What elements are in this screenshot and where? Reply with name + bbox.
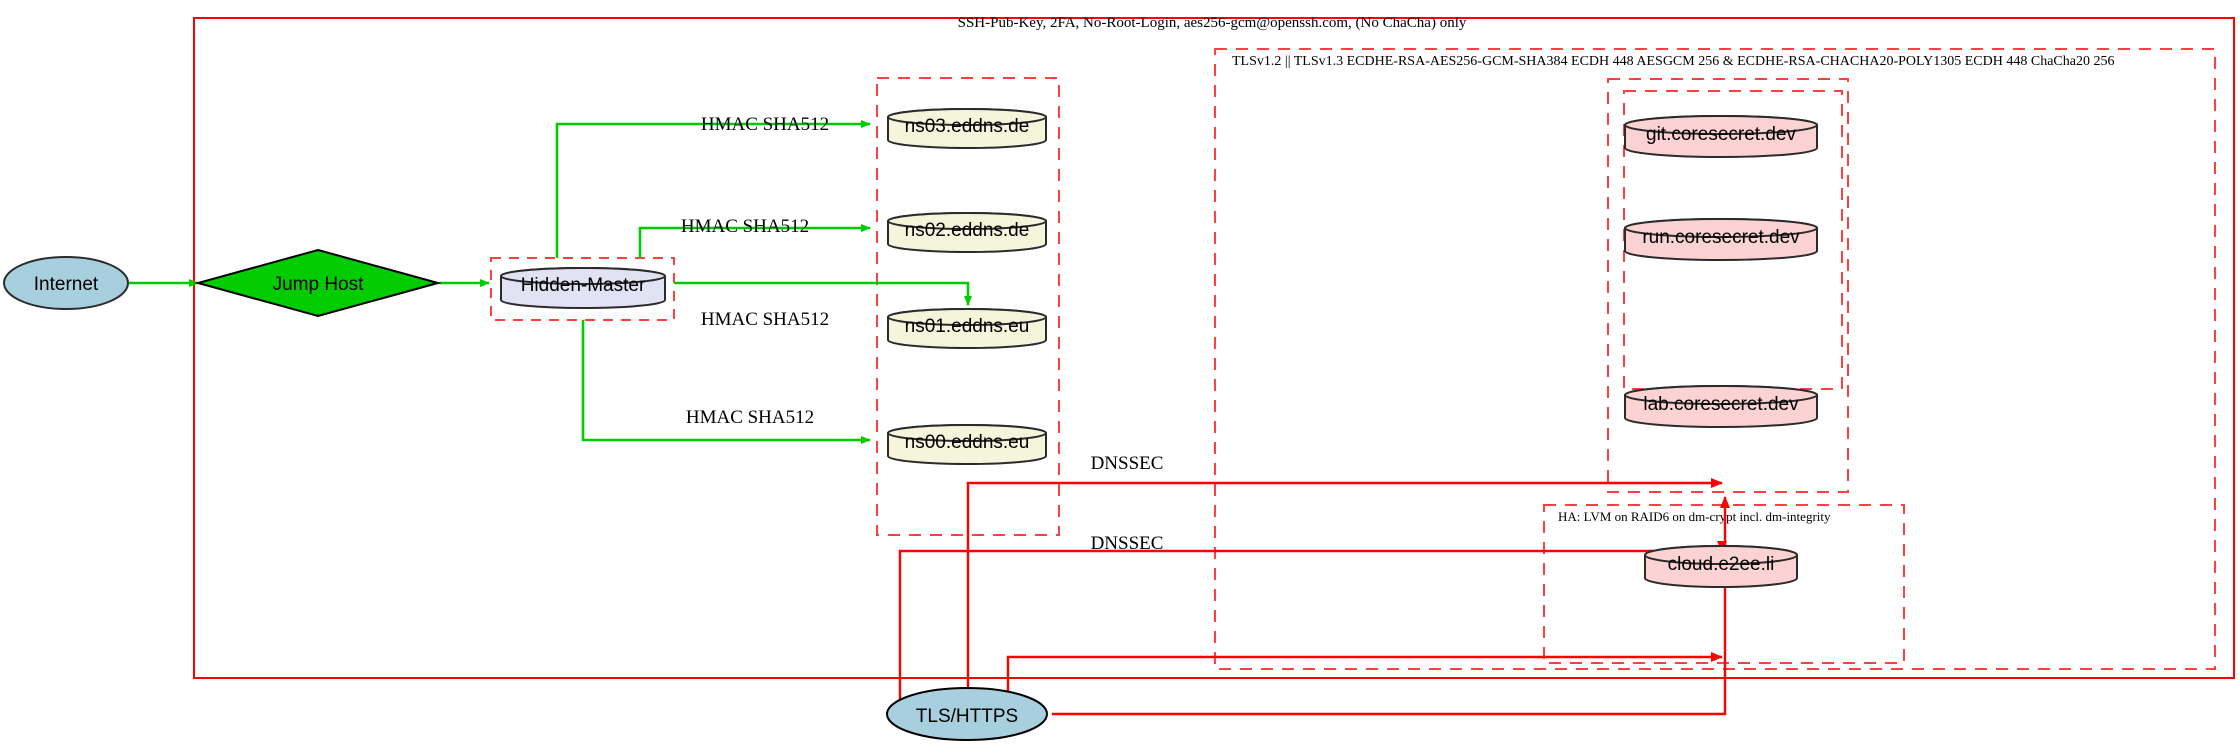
edge-label-hmac-ns00: HMAC SHA512 bbox=[686, 407, 814, 428]
node-cloud-e2ee[interactable]: cloud.e2ee.li bbox=[1644, 545, 1798, 588]
node-internet[interactable]: Internet bbox=[3, 256, 129, 310]
edge-label-dnssec-lower: DNSSEC bbox=[1091, 533, 1164, 554]
node-ns02-label: ns02.eddns.de bbox=[905, 220, 1030, 241]
node-ns01[interactable]: ns01.eddns.eu bbox=[887, 308, 1047, 349]
node-run-coresecret-label: run.coresecret.dev bbox=[1642, 227, 1800, 248]
node-tls-https-label: TLS/HTTPS bbox=[916, 706, 1018, 727]
cluster-hidden-master-box bbox=[490, 257, 675, 321]
node-cloud-e2ee-label: cloud.e2ee.li bbox=[1668, 554, 1775, 575]
cluster-outer-ssh-label: SSH-Pub-Key, 2FA, No-Root-Login, aes256-… bbox=[958, 15, 1467, 31]
edge-master-to-ns03 bbox=[555, 120, 871, 258]
node-ns01-label: ns01.eddns.eu bbox=[905, 316, 1030, 337]
node-tls-https[interactable]: TLS/HTTPS bbox=[886, 687, 1048, 741]
edge-label-hmac-ns03: HMAC SHA512 bbox=[701, 114, 829, 135]
node-internet-label: Internet bbox=[34, 274, 99, 295]
node-ns03-label: ns03.eddns.de bbox=[905, 116, 1030, 137]
edge-label-hmac-ns01: HMAC SHA512 bbox=[701, 309, 829, 330]
cluster-dns-box bbox=[876, 77, 1060, 536]
node-ns00-label: ns00.eddns.eu bbox=[905, 432, 1030, 453]
node-ns02[interactable]: ns02.eddns.de bbox=[887, 212, 1047, 253]
edge-dnssec-to-cloud bbox=[1006, 652, 1723, 700]
edge-tls-to-cloud bbox=[898, 549, 1722, 714]
cluster-coresecret-outer-box bbox=[1607, 78, 1849, 493]
edge-tls-to-coresecret bbox=[1052, 496, 1730, 716]
edge-master-to-ns01 bbox=[674, 281, 972, 306]
edge-master-to-ns02 bbox=[638, 224, 871, 258]
node-git-coresecret-label: git.coresecret.dev bbox=[1646, 124, 1796, 145]
node-jump-host[interactable]: Jump Host bbox=[194, 248, 442, 318]
node-hidden-master-label: Hidden-Master bbox=[521, 275, 646, 296]
node-jump-host-label: Jump Host bbox=[273, 274, 365, 295]
edge-label-dnssec-upper: DNSSEC bbox=[1091, 453, 1164, 474]
edge-label-hmac-ns02: HMAC SHA512 bbox=[681, 216, 809, 237]
node-lab-coresecret-label: lab.coresecret.dev bbox=[1643, 394, 1799, 415]
edge-master-to-ns00 bbox=[581, 320, 871, 444]
node-lab-coresecret[interactable]: lab.coresecret.dev bbox=[1624, 385, 1818, 428]
node-git-coresecret[interactable]: git.coresecret.dev bbox=[1624, 115, 1818, 158]
node-run-coresecret[interactable]: run.coresecret.dev bbox=[1624, 218, 1818, 261]
cluster-tls-label: TLSv1.2 || TLSv1.3 ECDHE-RSA-AES256-GCM-… bbox=[1232, 54, 2114, 69]
edge-dnssec-to-coresecret bbox=[966, 478, 1723, 700]
cluster-tls bbox=[1214, 48, 2216, 670]
node-ns03[interactable]: ns03.eddns.de bbox=[887, 108, 1047, 149]
node-hidden-master[interactable]: Hidden-Master bbox=[500, 267, 666, 309]
cluster-ha-label: HA: LVM on RAID6 on dm-crypt incl. dm-in… bbox=[1558, 509, 1831, 524]
node-ns00[interactable]: ns00.eddns.eu bbox=[887, 424, 1047, 465]
cluster-outer-ssh bbox=[193, 17, 2235, 679]
